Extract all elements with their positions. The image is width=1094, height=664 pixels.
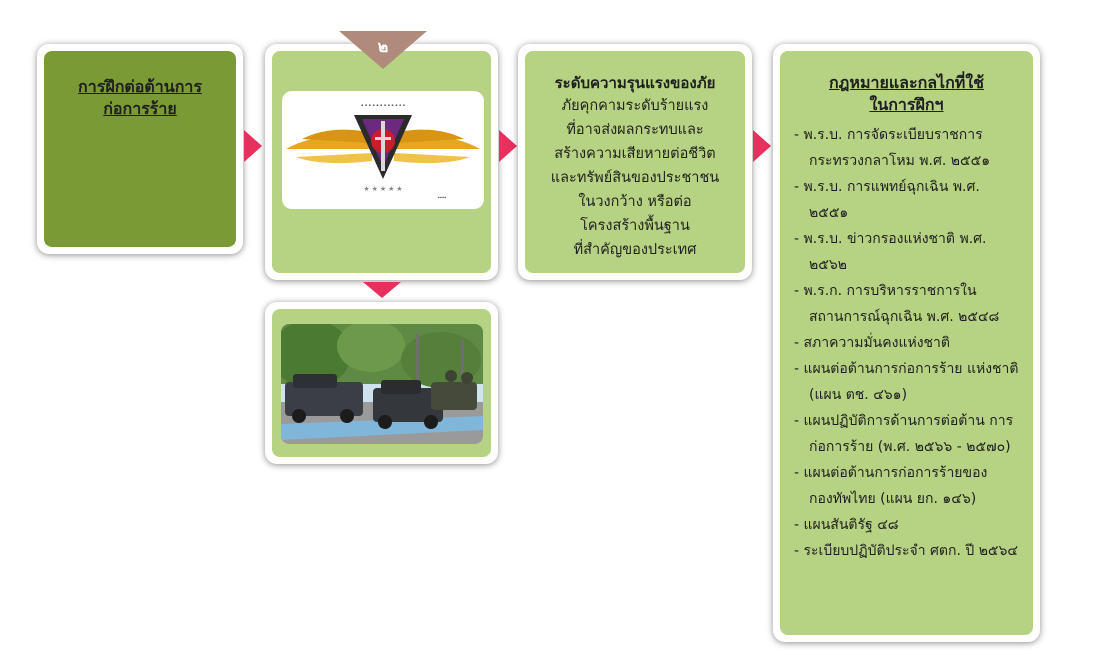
law-item: - พ.ร.ก. การบริหารราชการใน สถานการณ์ฉุกเ… (794, 283, 1000, 325)
svg-text:▪ ▪ ▪ ▪ ▪ ▪ ▪ ▪ ▪ ▪ ▪ ▪: ▪ ▪ ▪ ▪ ▪ ▪ ▪ ▪ ▪ ▪ ▪ ▪ (361, 103, 405, 109)
box-vehicles-photo (265, 302, 498, 464)
tag-shape-icon (339, 31, 427, 69)
box-3-body: ภัยคุกคามระดับร้ายแรง ที่อาจส่งผลกระทบแล… (525, 94, 745, 262)
law-item: - พ.ร.บ. การจัดระเบียบราชการ กระทรวงกลาโ… (794, 127, 991, 169)
step-number-tag: ๒ (339, 31, 427, 69)
box-unit-emblem: ▪ ▪ ▪ ▪ ▪ ▪ ▪ ▪ ▪ ▪ ▪ ▪ ★ ★ ★ ★ ★ ▪▪▪▪▪ (265, 44, 498, 280)
box-3-line: ในวงกว้าง หรือต่อ (578, 194, 692, 210)
box-2-panel: ▪ ▪ ▪ ▪ ▪ ▪ ▪ ▪ ▪ ▪ ▪ ▪ ★ ★ ★ ★ ★ ▪▪▪▪▪ (272, 51, 491, 273)
military-vehicles-photo (281, 324, 483, 444)
law-item: - พ.ร.บ. ข่าวกรองแห่งชาติ พ.ศ. ๒๕๖๒ (794, 231, 987, 273)
box-3-line: ที่สำคัญของประเทศ (573, 242, 697, 258)
arrow-right-1 (244, 130, 262, 162)
box-counter-terrorism-training: การฝึกต่อต้านการ ก่อการร้าย (37, 44, 243, 254)
box-1-panel: การฝึกต่อต้านการ ก่อการร้าย (44, 51, 236, 247)
svg-text:▪▪▪▪▪: ▪▪▪▪▪ (438, 195, 447, 201)
box-3-line: ที่อาจส่งผลกระทบและ (566, 122, 704, 138)
box-3-line: สร้างความเสียหายต่อชีวิต (554, 146, 716, 162)
step-number: ๒ (377, 37, 389, 56)
box-4-title: กฎหมายและกลไกที่ใช้ ในการฝึกฯ (794, 72, 1019, 116)
winged-emblem-icon: ▪ ▪ ▪ ▪ ▪ ▪ ▪ ▪ ▪ ▪ ▪ ▪ ★ ★ ★ ★ ★ ▪▪▪▪▪ (286, 103, 480, 201)
arrow-down (363, 282, 401, 298)
box-laws-and-mechanisms: กฎหมายและกลไกที่ใช้ ในการฝึกฯ - พ.ร.บ. ก… (773, 44, 1040, 642)
law-item: - แผนต่อต้านการก่อการร้าย แห่งชาติ (แผน … (794, 361, 1019, 403)
law-item: - แผนต่อต้านการก่อการร้ายของ กองทัพไทย (… (794, 465, 988, 507)
law-list: - พ.ร.บ. การจัดระเบียบราชการ กระทรวงกลาโ… (794, 122, 1019, 564)
law-item: - พ.ร.บ. การแพทย์ฉุกเฉิน พ.ศ. ๒๕๕๑ (794, 179, 980, 221)
arrow-right-3 (753, 130, 771, 162)
photo-panel (272, 309, 491, 457)
law-item: - แผนปฏิบัติการด้านการต่อต้าน การก่อการร… (794, 413, 1014, 455)
box-1-title-line2: ก่อการร้าย (103, 99, 177, 118)
box-3-panel: ระดับความรุนแรงของภัย ภัยคุกคามระดับร้าย… (525, 51, 745, 273)
box-3-line: ภัยคุกคามระดับร้ายแรง (561, 98, 709, 114)
law-item: - แผนสันติรัฐ ๔๘ (794, 517, 899, 533)
emblem-panel: ▪ ▪ ▪ ▪ ▪ ▪ ▪ ▪ ▪ ▪ ▪ ▪ ★ ★ ★ ★ ★ ▪▪▪▪▪ (282, 91, 484, 209)
box-4-title-line1: กฎหมายและกลไกที่ใช้ (828, 73, 985, 92)
box-3-title: ระดับความรุนแรงของภัย (554, 74, 716, 92)
box-3-line: และทรัพย์สินของประชาชน (550, 170, 720, 186)
box-threat-severity: ระดับความรุนแรงของภัย ภัยคุกคามระดับร้าย… (518, 44, 752, 280)
box-4-panel: กฎหมายและกลไกที่ใช้ ในการฝึกฯ - พ.ร.บ. ก… (780, 51, 1033, 635)
law-item: - ระเบียบปฏิบัติประจำ ศตก. ปี ๒๕๖๔ (794, 543, 1019, 559)
box-4-title-line2: ในการฝึกฯ (869, 95, 944, 114)
box-3-line: โครงสร้างพื้นฐาน (580, 218, 690, 234)
box-1-title-line1: การฝึกต่อต้านการ (78, 77, 202, 96)
svg-text:★ ★ ★ ★ ★: ★ ★ ★ ★ ★ (363, 185, 402, 193)
arrow-right-2 (499, 130, 517, 162)
law-item: - สภาความมั่นคงแห่งชาติ (794, 335, 950, 351)
box-1-title: การฝึกต่อต้านการ ก่อการร้าย (44, 76, 236, 120)
